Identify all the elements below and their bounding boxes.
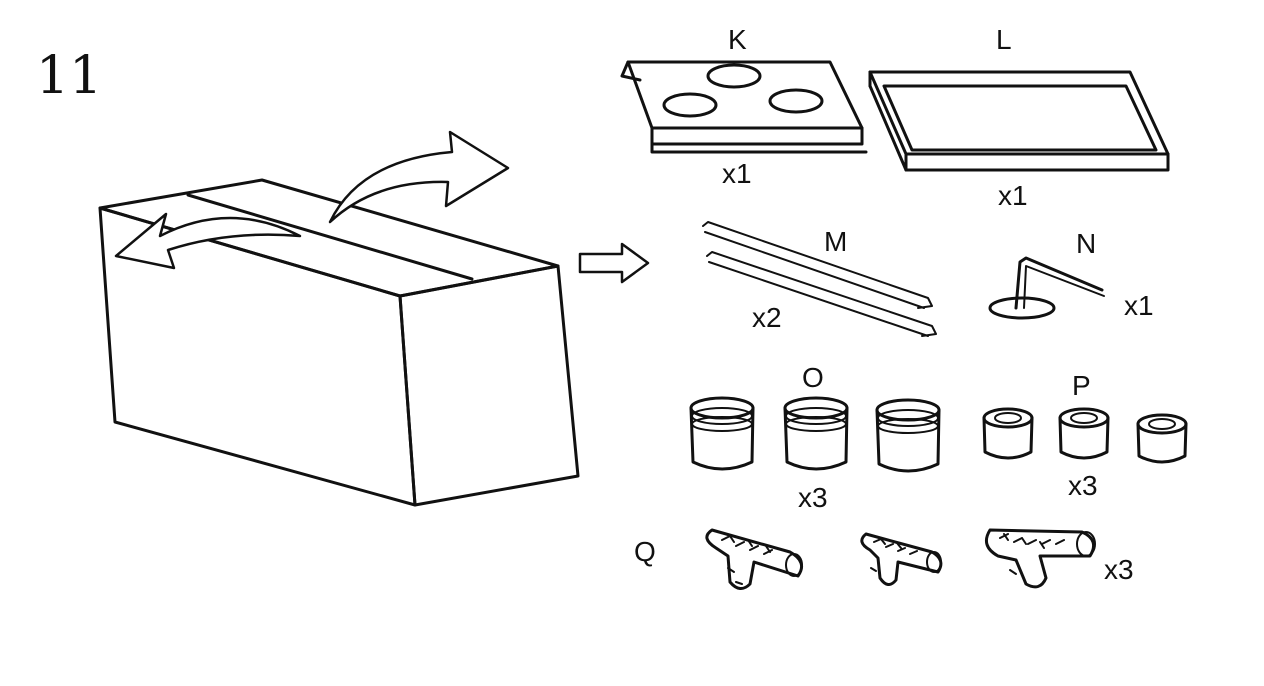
part-n-drawing xyxy=(988,256,1105,320)
part-k-drawing xyxy=(620,60,868,154)
part-o-label: O xyxy=(802,362,824,393)
part-n-qty: x1 xyxy=(1124,290,1154,321)
part-k-label: K xyxy=(728,24,747,55)
part-o-qty: x3 xyxy=(798,482,828,513)
part-q-label: Q xyxy=(634,536,656,567)
part-p-drawing xyxy=(982,407,1188,464)
part-l-label: L xyxy=(996,24,1012,55)
open-box-icon xyxy=(98,178,580,507)
part-q-qty: x3 xyxy=(1104,554,1134,585)
part-m-drawing xyxy=(702,221,937,337)
part-q-drawing xyxy=(705,528,1096,590)
step-number: 11 xyxy=(36,46,103,106)
flap-arrow-icon xyxy=(114,130,510,270)
part-o-drawing xyxy=(689,396,941,473)
part-n-label: N xyxy=(1076,228,1097,259)
part-l-qty: x1 xyxy=(998,180,1028,211)
part-p-qty: x3 xyxy=(1068,470,1098,501)
pointer-arrow-icon xyxy=(578,242,650,284)
part-k-qty: x1 xyxy=(722,158,752,189)
part-p-label: P xyxy=(1072,370,1091,401)
part-m-qty: x2 xyxy=(752,302,782,333)
part-m-label: M xyxy=(824,226,848,257)
part-l-drawing xyxy=(868,70,1170,172)
